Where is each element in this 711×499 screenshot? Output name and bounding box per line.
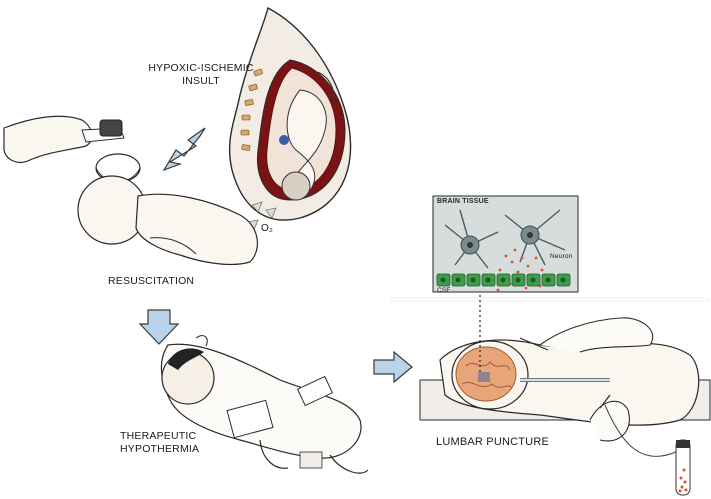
pregnant-abdomen-illustration bbox=[230, 8, 351, 230]
o2-label: O₂ bbox=[261, 223, 273, 236]
therapeutic-label-line2: HYPOTHERMIA bbox=[120, 443, 199, 456]
lumbar-puncture-illustration bbox=[390, 296, 711, 495]
hypoxic-label: HYPOXIC-ISCHEMIC INSULT bbox=[146, 62, 256, 88]
resuscitation-illustration bbox=[4, 116, 257, 264]
brain-tissue-inset bbox=[433, 196, 578, 292]
therapeutic-label: THERAPEUTIC HYPOTHERMIA bbox=[120, 430, 199, 456]
hypoxic-label-line2: INSULT bbox=[146, 75, 256, 88]
inset-neuron-label: Neuron bbox=[550, 253, 573, 261]
inset-csf-label: CSF bbox=[437, 287, 451, 295]
therapeutic-label-line1: THERAPEUTIC bbox=[120, 430, 199, 443]
arrow-right-icon bbox=[374, 352, 412, 382]
arrow-right-icon bbox=[164, 128, 205, 170]
arrow-down-icon bbox=[140, 310, 178, 344]
inset-title: BRAIN TISSUE bbox=[437, 198, 489, 207]
resuscitation-label: RESUSCITATION bbox=[108, 275, 194, 288]
hypoxic-label-line1: HYPOXIC-ISCHEMIC bbox=[146, 62, 256, 75]
lumbar-puncture-label: LUMBAR PUNCTURE bbox=[436, 436, 549, 450]
